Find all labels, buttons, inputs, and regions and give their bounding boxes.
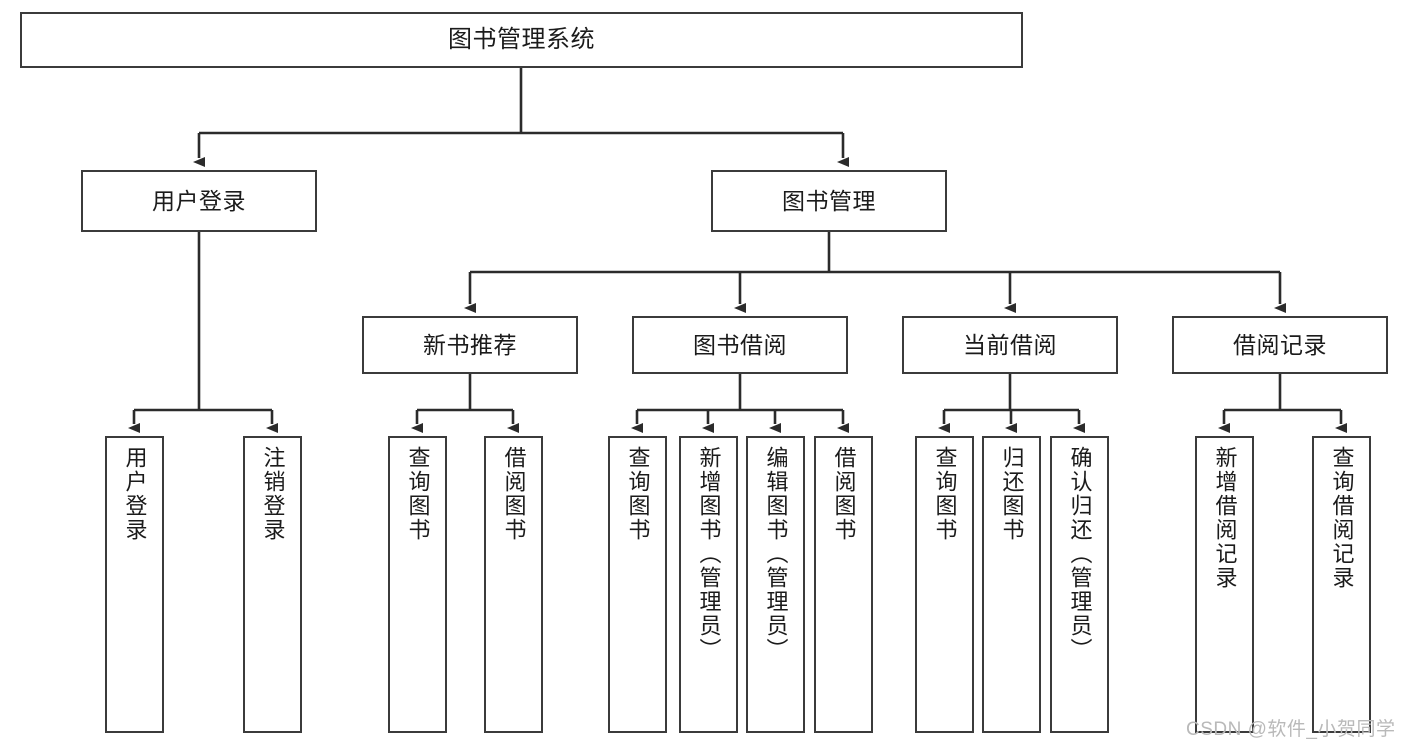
node-user-login[interactable]: 用户登录 [81, 170, 317, 232]
node-label: 当前借阅 [963, 331, 1057, 358]
leaf-borrow-book-2[interactable]: 借阅图书 [814, 436, 873, 733]
csdn-watermark: CSDN @软件_小贺同学 [1186, 719, 1396, 740]
leaf-add-book[interactable]: 新增图书（管理员） [679, 436, 738, 733]
leaf-return-book[interactable]: 归还图书 [982, 436, 1041, 733]
leaf-query-book-2[interactable]: 查询图书 [608, 436, 667, 733]
node-borrow-record[interactable]: 借阅记录 [1172, 316, 1388, 374]
leaf-query-book-3[interactable]: 查询图书 [915, 436, 974, 733]
node-root-system[interactable]: 图书管理系统 [20, 12, 1023, 68]
node-label: 新增图书（管理员） [696, 446, 722, 662]
node-label: 新书推荐 [423, 331, 517, 358]
leaf-logout[interactable]: 注销登录 [243, 436, 302, 733]
leaf-edit-book[interactable]: 编辑图书（管理员） [746, 436, 805, 733]
leaf-confirm-return[interactable]: 确认归还（管理员） [1050, 436, 1109, 733]
node-book-borrow[interactable]: 图书借阅 [632, 316, 848, 374]
node-label: 注销登录 [260, 446, 286, 542]
node-label: 编辑图书（管理员） [763, 446, 789, 662]
node-label: 查询图书 [625, 446, 651, 542]
node-label: 借阅图书 [831, 446, 857, 542]
node-label: 图书借阅 [693, 331, 787, 358]
node-label: 确认归还（管理员） [1067, 446, 1093, 662]
node-label: 借阅图书 [501, 446, 527, 542]
node-label: 图书管理系统 [448, 26, 595, 54]
node-label: 用户登录 [152, 187, 246, 214]
leaf-query-book-1[interactable]: 查询图书 [388, 436, 447, 733]
node-label: 新增借阅记录 [1212, 446, 1238, 590]
node-new-book-rec[interactable]: 新书推荐 [362, 316, 578, 374]
leaf-user-login[interactable]: 用户登录 [105, 436, 164, 733]
node-book-manage[interactable]: 图书管理 [711, 170, 947, 232]
leaf-add-record[interactable]: 新增借阅记录 [1195, 436, 1254, 733]
leaf-query-record[interactable]: 查询借阅记录 [1312, 436, 1371, 733]
node-label: 归还图书 [999, 446, 1025, 542]
leaf-borrow-book-1[interactable]: 借阅图书 [484, 436, 543, 733]
node-label: 图书管理 [782, 187, 876, 214]
node-label: 借阅记录 [1233, 331, 1327, 358]
node-current-borrow[interactable]: 当前借阅 [902, 316, 1118, 374]
node-label: 查询图书 [932, 446, 958, 542]
node-label: 查询图书 [405, 446, 431, 542]
node-label: 查询借阅记录 [1329, 446, 1355, 590]
node-label: 用户登录 [122, 446, 148, 542]
